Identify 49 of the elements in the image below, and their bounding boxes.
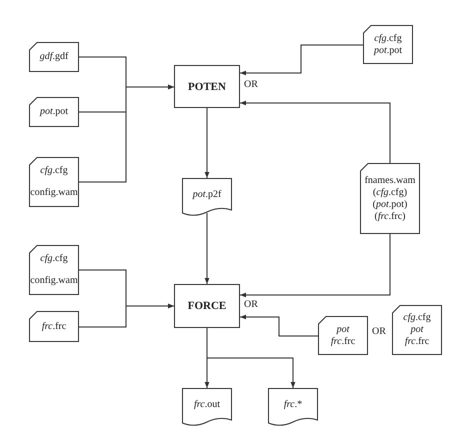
file-name: pot [336,324,350,336]
file-card [29,245,79,295]
file-card [29,97,79,127]
process-name: FORCE [188,300,226,312]
file-card [29,157,79,207]
process-box [174,65,240,108]
file-name: (pot.pot) [372,198,408,210]
arrow [78,84,174,182]
file-card [392,305,442,355]
file-name: frc.frc [404,336,430,348]
file-name: pot.pot [40,106,68,118]
file-card [363,25,413,64]
arrow [240,314,318,336]
arrow [240,100,390,164]
file-name: fnames.wam [364,174,416,186]
or-label: OR [244,299,258,311]
arrow [240,44,364,76]
arrow [204,108,210,178]
file-name: gdf.gdf [40,51,68,63]
document-shape [182,388,232,426]
file-card [318,316,368,355]
file-name: pot [410,324,424,336]
arrow [78,304,174,328]
file-name: pot.pot [374,44,402,56]
arrow [240,234,390,298]
or-label: OR [372,326,386,338]
file-card [29,311,79,342]
file-name: config.wam [30,275,78,287]
file-name: cfg.cfg [403,312,431,324]
arrow [204,212,210,284]
file-name: frc.frc [330,336,356,348]
process-box [174,284,240,328]
or-label: OR [244,79,258,91]
file-name: frc.frc [42,320,66,332]
file-name: (cfg.cfg) [372,186,408,198]
file-name: cfg.cfg [40,165,68,177]
file-name: (frc.frc) [374,210,406,222]
document-shape [268,388,318,426]
arrow [206,328,296,388]
file-name: frc.* [284,398,302,410]
file-name: pot.p2f [192,188,222,200]
file-card [360,163,420,234]
file-name: config.wam [30,187,78,199]
document-shape [182,178,232,216]
file-name: cfg.cfg [40,253,68,265]
file-card [29,42,79,72]
file-name: frc.out [194,398,220,410]
process-name: POTEN [188,80,226,92]
file-name: cfg.cfg [374,32,402,44]
